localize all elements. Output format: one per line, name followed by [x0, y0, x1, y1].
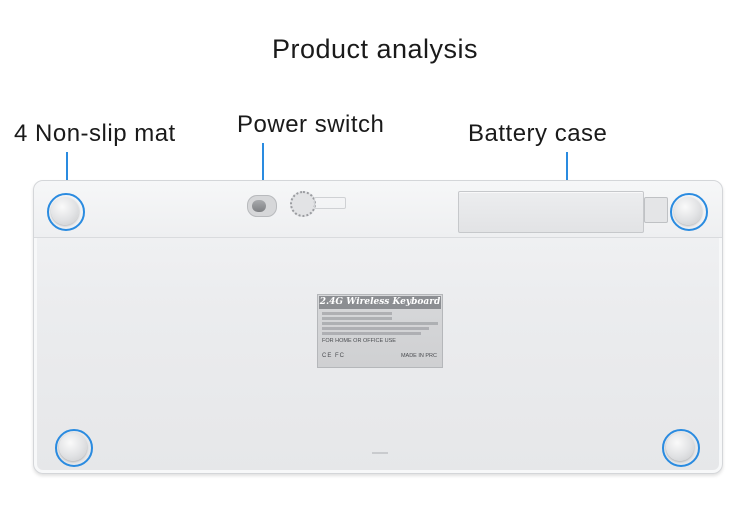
- embossed-mark: [314, 197, 346, 209]
- battery-case-cover[interactable]: [458, 191, 644, 233]
- foot-ring-bottom-right: [662, 429, 700, 467]
- foot-ring-top-left: [47, 193, 85, 231]
- keyboard-underside: 2.4G Wireless Keyboard FOR HOME OR OFFIC…: [33, 180, 723, 474]
- foot-ring-top-right: [670, 193, 708, 231]
- leader-line-non-slip: [66, 152, 68, 196]
- leader-line-battery-case: [566, 152, 568, 192]
- certification-rosette-icon: [290, 191, 316, 217]
- foot-ring-bottom-left: [55, 429, 93, 467]
- callout-non-slip-mat: 4 Non-slip mat: [14, 120, 176, 147]
- device-label-fine-print: [322, 312, 438, 337]
- device-label-heading: 2.4G Wireless Keyboard: [319, 296, 441, 309]
- callout-power-switch: Power switch: [237, 111, 385, 138]
- page-title: Product analysis: [271, 34, 479, 64]
- power-switch[interactable]: [247, 195, 277, 217]
- leader-line-power-switch: [262, 143, 264, 193]
- device-label-made-in: MADE IN PRC: [400, 353, 437, 359]
- device-label-use: FOR HOME OR OFFICE USE: [322, 338, 396, 344]
- drain-slot: [372, 452, 388, 454]
- compliance-marks: CE FC: [322, 353, 345, 359]
- device-label: 2.4G Wireless Keyboard FOR HOME OR OFFIC…: [317, 294, 443, 368]
- battery-latch: [644, 197, 668, 223]
- power-switch-knob: [252, 200, 266, 212]
- callout-battery-case: Battery case: [468, 120, 608, 147]
